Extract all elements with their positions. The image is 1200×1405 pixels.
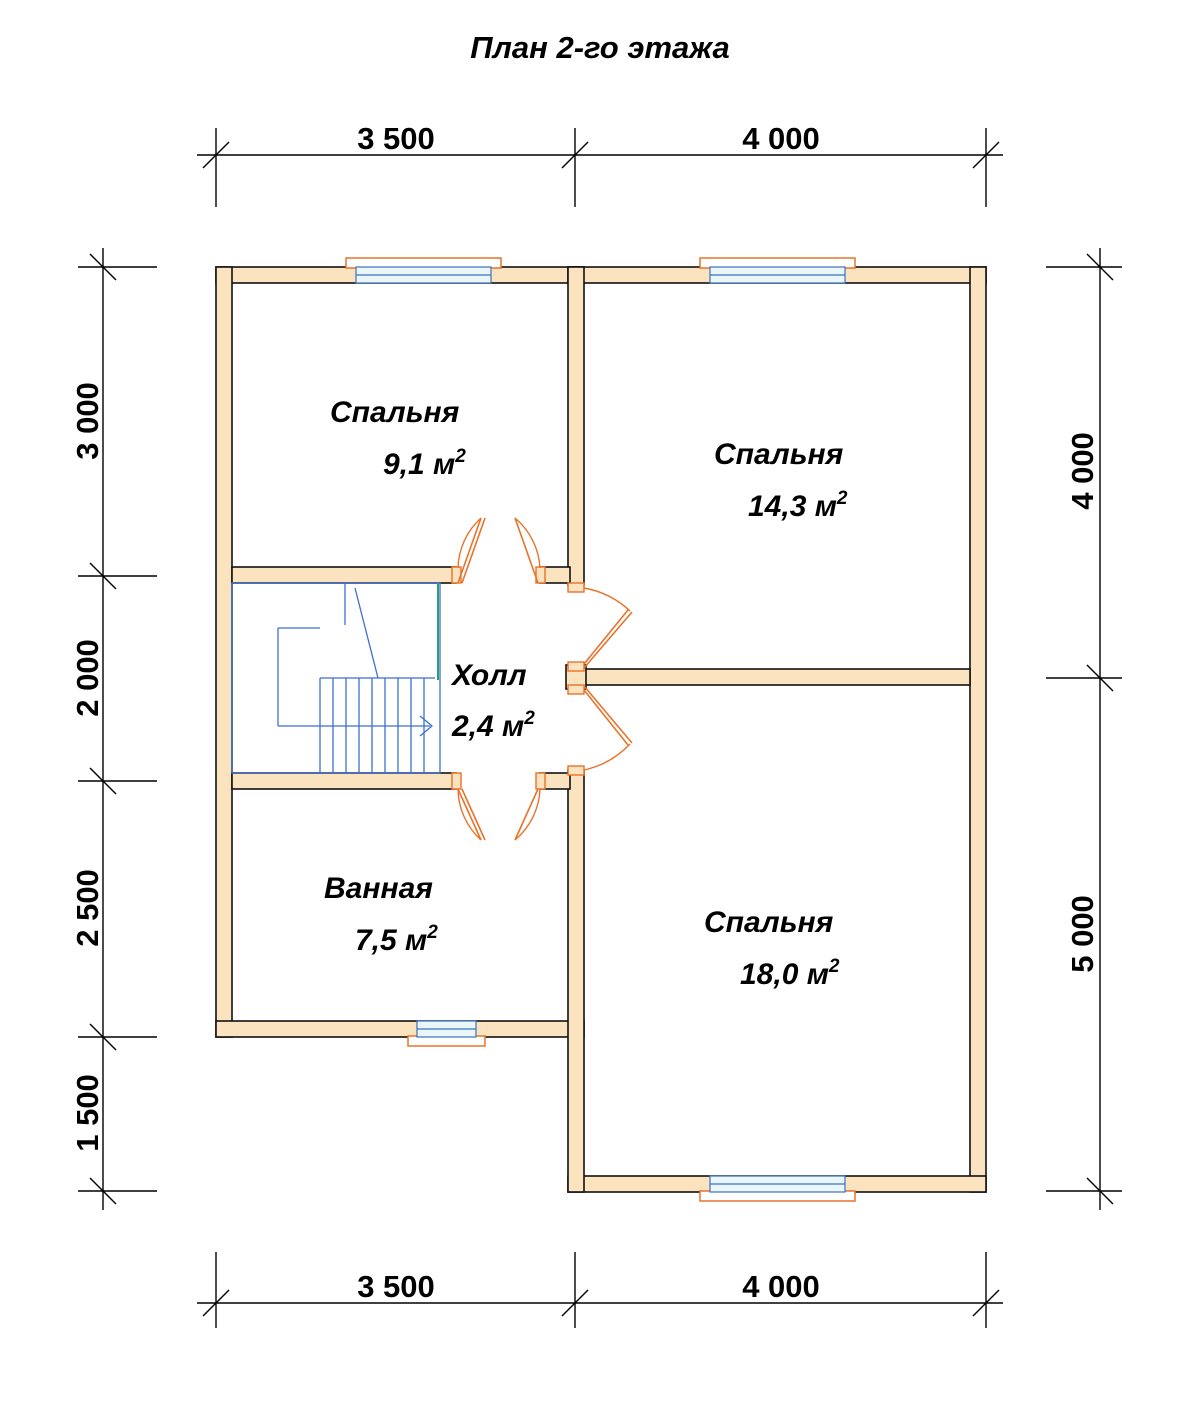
wall-stairs-bath	[231, 772, 457, 790]
dim-left-3: 2 500	[70, 869, 105, 947]
wall-left	[215, 266, 233, 1038]
room-name-bedroom3: Спальня	[704, 906, 834, 939]
dim-top-right: 4 000	[742, 121, 820, 156]
wall-center-lower	[567, 769, 585, 1193]
window-bedroom1	[345, 257, 502, 284]
room-name-bedroom2: Спальня	[714, 438, 844, 471]
room-name-bathroom: Ванная	[324, 872, 433, 905]
wall-bottom-left	[215, 1020, 585, 1038]
wall-bedroom2-bedroom3	[583, 668, 971, 686]
door-bedroom3	[567, 684, 633, 776]
room-area-hall: 2,4 м2	[451, 708, 535, 743]
room-area-bedroom1: 9,1 м2	[383, 446, 466, 481]
dimension-right: 4 000 5 000	[1046, 248, 1122, 1210]
windows	[345, 257, 856, 1202]
doors	[451, 517, 633, 841]
room-area-bedroom2: 14,3 м2	[748, 488, 848, 523]
wall-center-upper	[567, 266, 585, 586]
door-bathroom	[451, 772, 546, 841]
dimension-bottom: 3 500 4 000	[197, 1252, 1003, 1328]
door-bedroom1	[451, 517, 546, 584]
room-name-bedroom1: Спальня	[330, 396, 460, 429]
room-name-hall: Холл	[450, 659, 527, 692]
door-bedroom2	[567, 582, 633, 672]
dim-top-left: 3 500	[357, 121, 435, 156]
room-area-bathroom: 7,5 м2	[355, 922, 438, 957]
window-bathroom	[407, 1020, 486, 1047]
room-labels: Спальня 9,1 м2 Спальня 14,3 м2 Холл 2,4 …	[324, 396, 848, 991]
window-bedroom3	[699, 1175, 856, 1202]
dim-left-4: 1 500	[70, 1074, 105, 1152]
dimension-left: 3 000 2 000 2 500 1 500	[70, 248, 157, 1210]
dimension-top: 3 500 4 000	[197, 121, 1003, 207]
dim-bottom-left: 3 500	[357, 1269, 435, 1304]
dim-left-2: 2 000	[70, 639, 105, 717]
window-bedroom2	[699, 257, 856, 284]
dim-bottom-right: 4 000	[742, 1269, 820, 1304]
plan-title: План 2-го этажа	[470, 30, 730, 65]
staircase	[231, 582, 441, 774]
dim-right-2: 5 000	[1065, 895, 1100, 973]
dim-left-1: 3 000	[70, 382, 105, 460]
wall-bedroom1-stairs	[231, 566, 457, 584]
wall-right	[969, 266, 987, 1193]
dim-right-1: 4 000	[1065, 432, 1100, 510]
room-area-bedroom3: 18,0 м2	[740, 956, 840, 991]
